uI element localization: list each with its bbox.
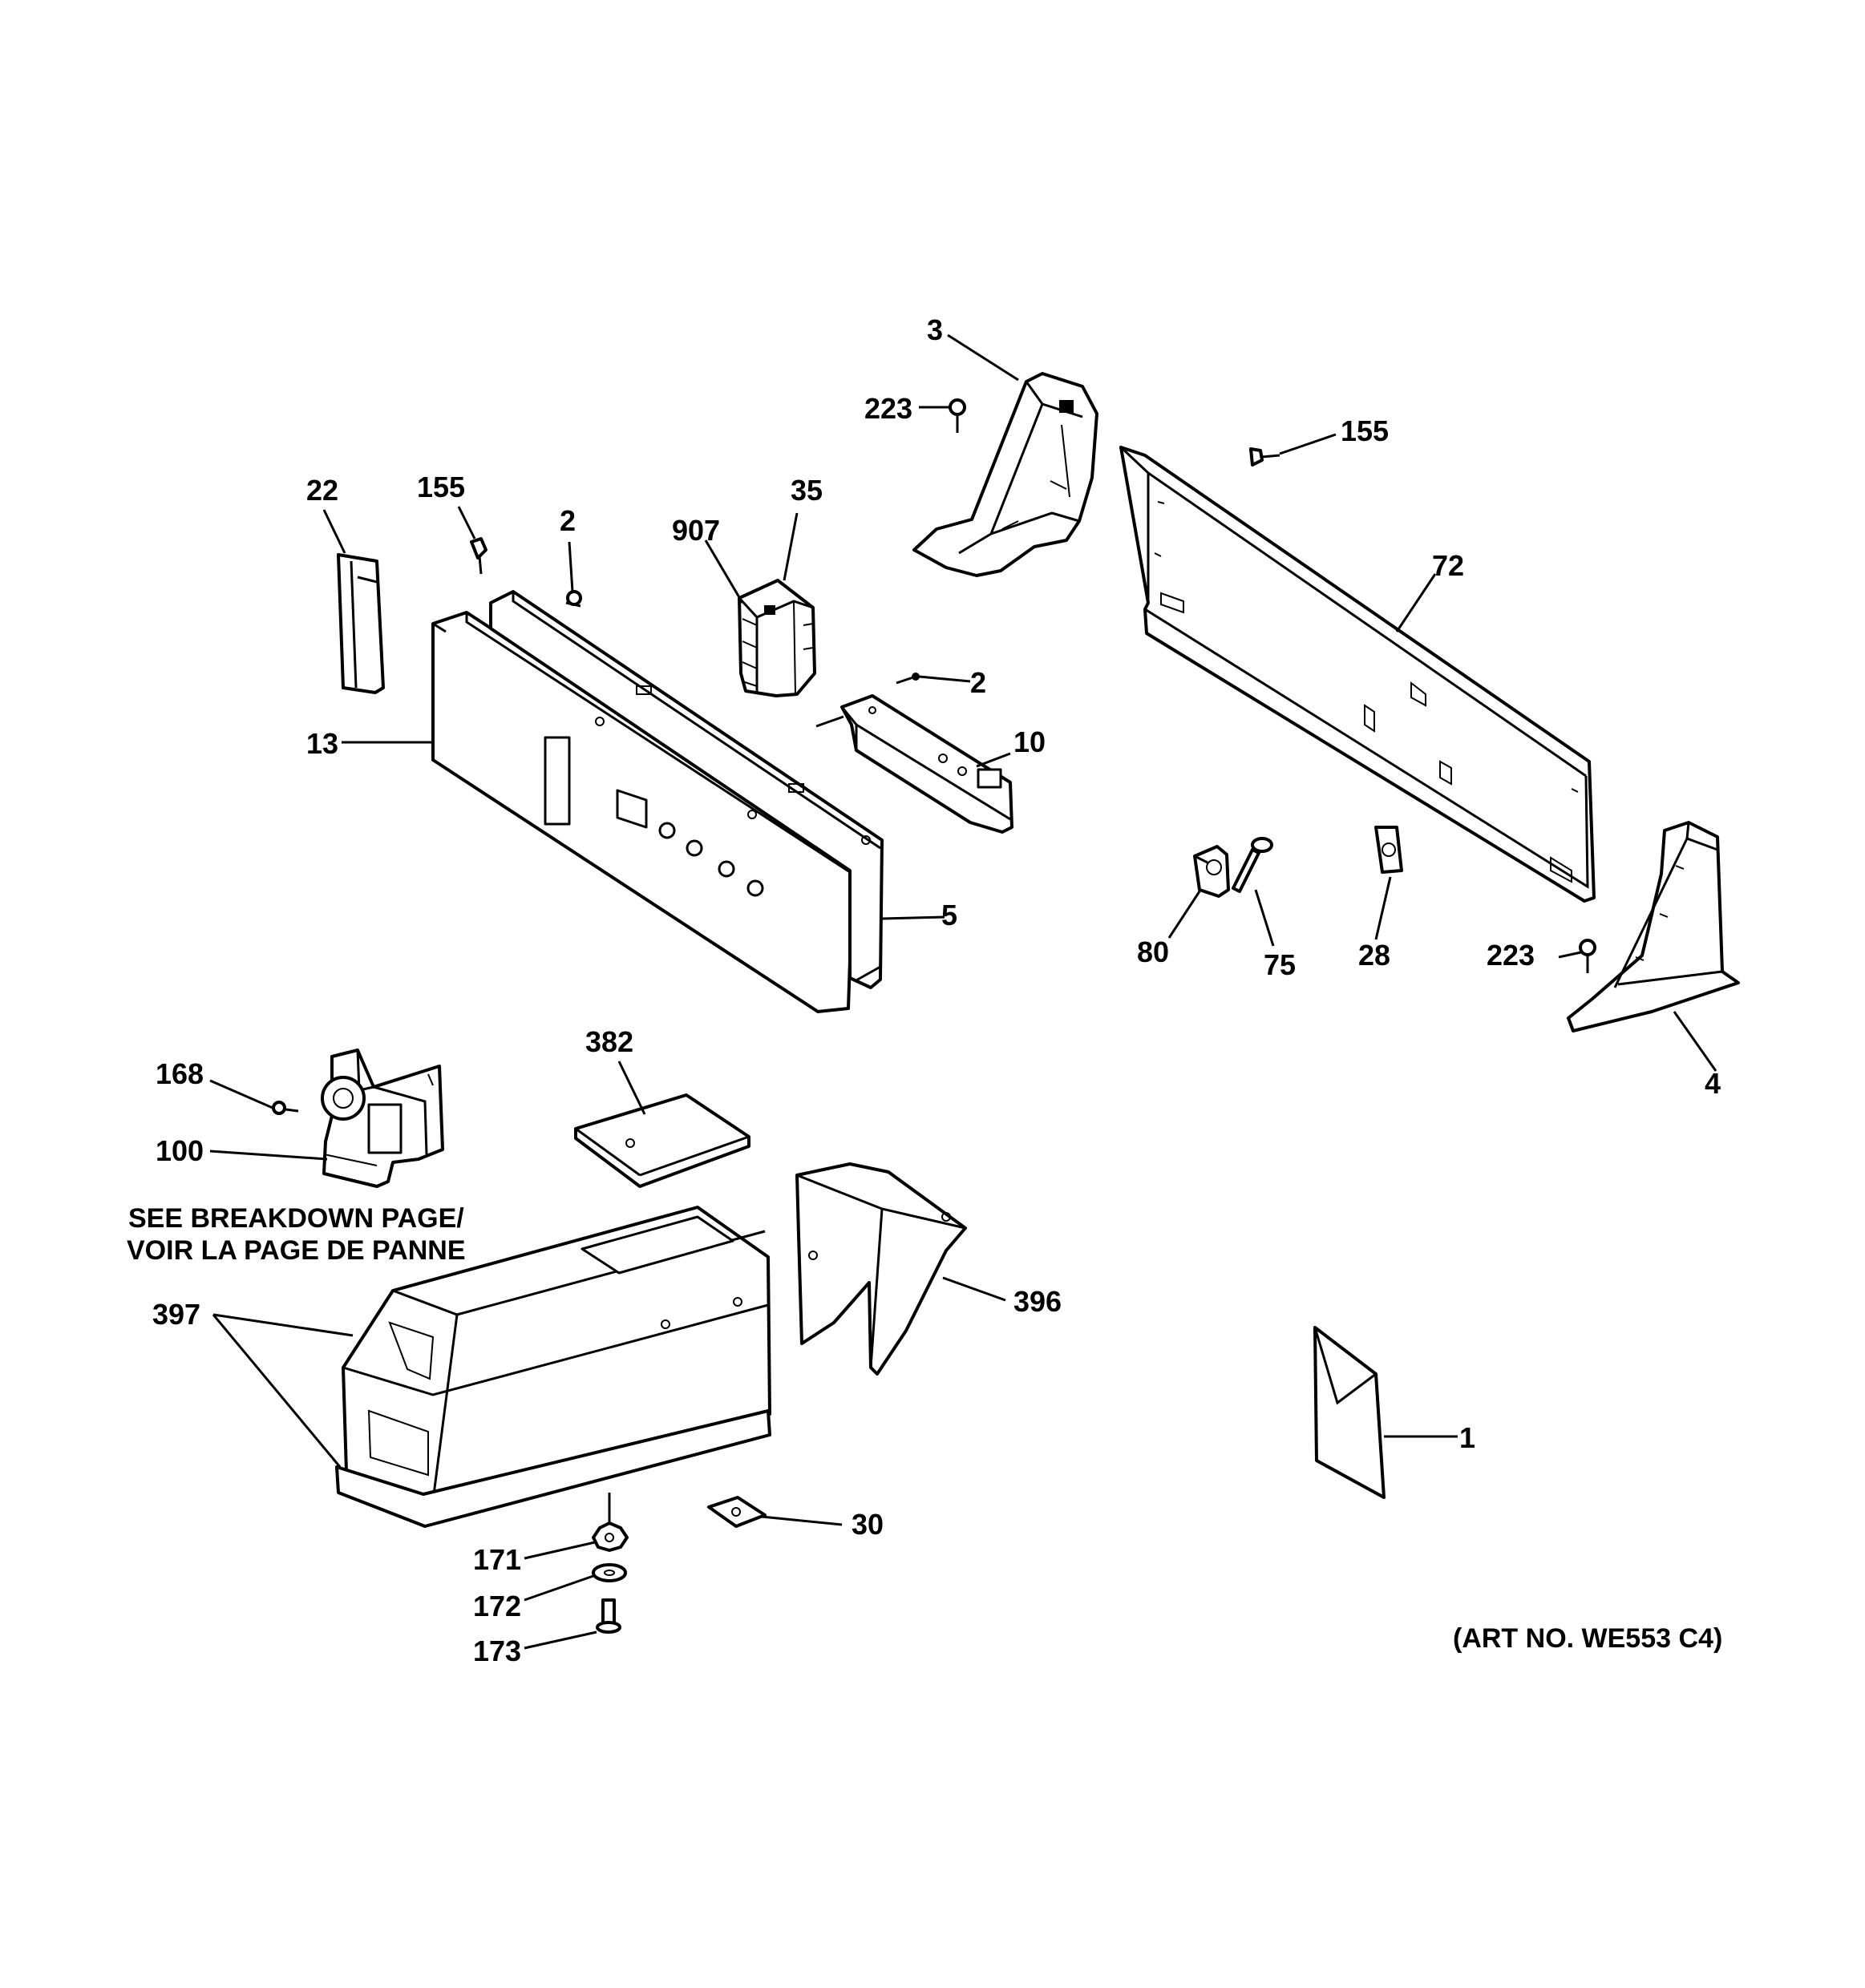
part-3-end-cap-left	[912, 372, 1098, 577]
callout-80: 80	[1136, 935, 1170, 968]
part-75-bolt	[1232, 837, 1273, 893]
breakdown-note-line-1: SEE BREAKDOWN PAGE/	[128, 1203, 464, 1234]
art-number: (ART NO. WE553 C4)	[1453, 1623, 1723, 1654]
callout-30: 30	[851, 1508, 884, 1541]
callout-28: 28	[1357, 939, 1391, 972]
callout-155-right: 155	[1340, 414, 1390, 447]
callout-223-top: 223	[864, 392, 913, 425]
part-171-gear-washer	[592, 1493, 629, 1552]
callout-75: 75	[1263, 948, 1297, 981]
part-382-plate	[574, 1093, 750, 1188]
part-1-literature	[1313, 1326, 1386, 1499]
part-173-leveling-leg	[596, 1598, 621, 1634]
callout-168: 168	[155, 1057, 204, 1090]
part-907-35-switch-assembly	[738, 579, 816, 697]
part-2-screw-mid	[896, 673, 920, 685]
callout-382: 382	[585, 1025, 634, 1058]
part-397-housing	[335, 1206, 771, 1528]
callout-2-mid: 2	[969, 666, 987, 699]
callout-35: 35	[790, 474, 823, 507]
part-223-screw-right	[1579, 939, 1596, 973]
leader-lines	[209, 333, 1717, 1650]
callout-2-top: 2	[559, 504, 576, 537]
callout-223-right: 223	[1486, 939, 1535, 972]
part-155-screw-right	[1249, 447, 1280, 467]
breakdown-note-line-2: VOIR LA PAGE DE PANNE	[127, 1235, 466, 1266]
callout-155-left: 155	[416, 471, 466, 503]
part-155-screw-left	[470, 537, 487, 575]
callout-22: 22	[305, 474, 339, 507]
callout-5: 5	[941, 899, 958, 931]
callout-172: 172	[472, 1590, 522, 1622]
part-2-screw-top	[565, 590, 582, 608]
part-30-pad	[707, 1496, 767, 1528]
part-28-clip-nut	[1374, 826, 1403, 874]
callout-100: 100	[155, 1134, 204, 1167]
part-80-clip	[1193, 845, 1230, 898]
part-100-motor-assembly	[272, 1049, 444, 1188]
callout-907: 907	[671, 514, 721, 547]
callout-171: 171	[472, 1543, 522, 1576]
callout-4: 4	[1704, 1067, 1721, 1100]
part-172-washer	[592, 1563, 627, 1582]
callout-13: 13	[305, 727, 339, 760]
part-223-screw-top	[949, 398, 966, 433]
callout-1: 1	[1458, 1421, 1476, 1454]
part-22-end-trim	[337, 553, 385, 694]
part-13-control-panel	[431, 611, 855, 1013]
callout-10: 10	[1013, 725, 1046, 758]
part-4-end-cap-right	[1567, 821, 1740, 1032]
part-10-bracket	[815, 694, 1013, 834]
part-72-back-panel	[1119, 446, 1596, 903]
callout-397: 397	[152, 1298, 201, 1331]
callout-3: 3	[926, 313, 944, 346]
part-396-deflector	[795, 1162, 967, 1376]
callout-396: 396	[1013, 1285, 1062, 1318]
callout-173: 173	[472, 1634, 522, 1667]
part-5-support-channel	[489, 590, 884, 989]
callout-72: 72	[1431, 549, 1465, 582]
